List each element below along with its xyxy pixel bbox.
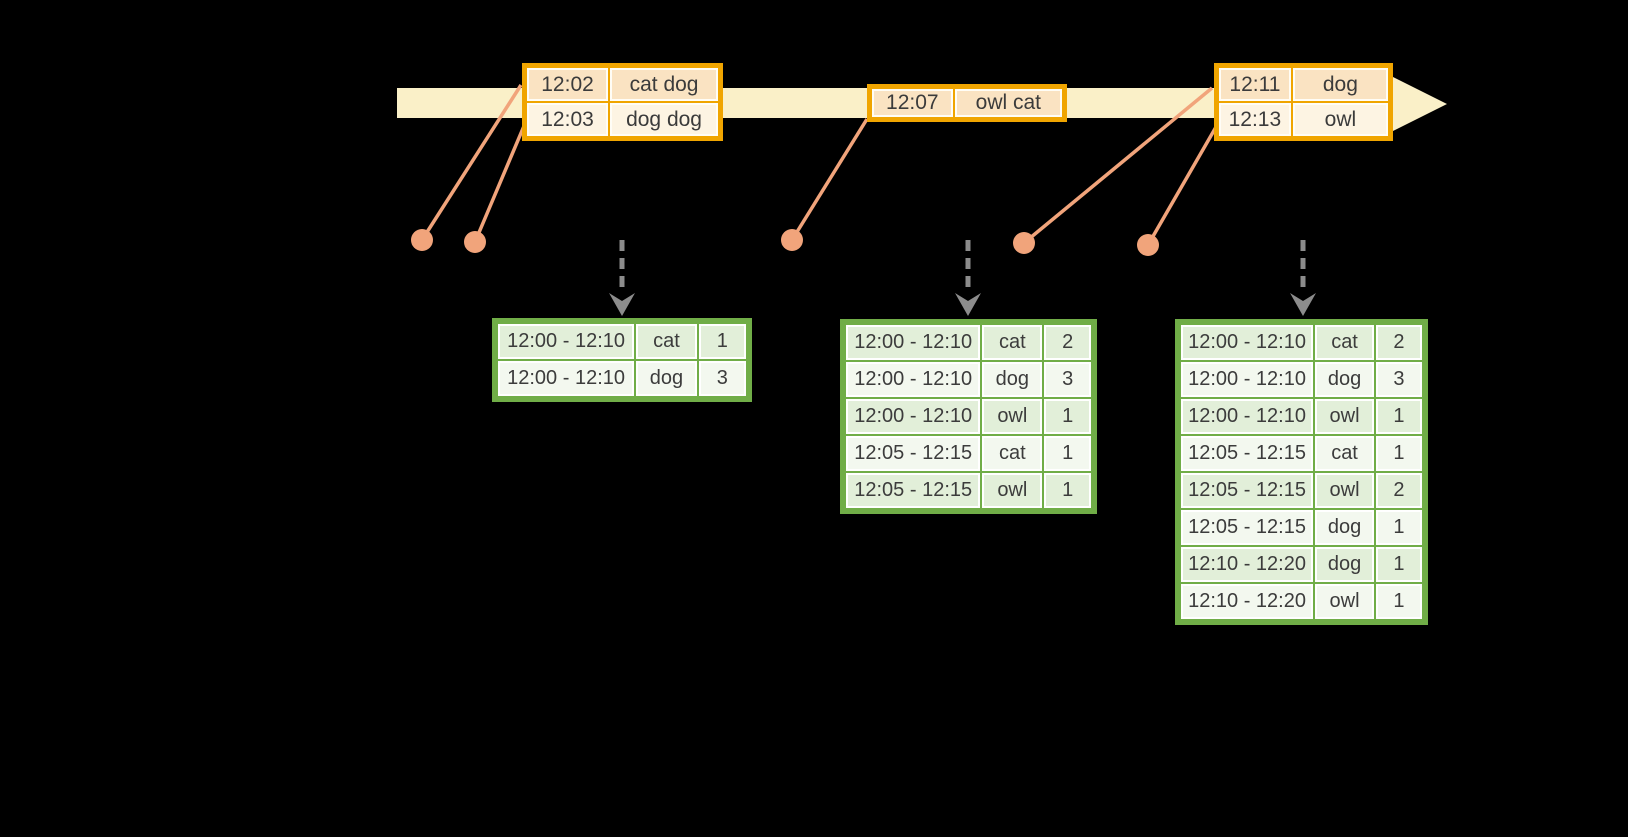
table-cell: owl xyxy=(982,473,1043,508)
table-cell: 12:02 xyxy=(527,68,609,101)
table-cell: 12:05 - 12:15 xyxy=(846,436,981,471)
table-cell: 3 xyxy=(1375,362,1422,397)
event-dot-icon xyxy=(411,229,433,251)
table-cell: 12:10 - 12:20 xyxy=(1181,547,1314,582)
table-cell: owl xyxy=(982,399,1043,434)
down-arrowhead-icon xyxy=(1290,293,1316,316)
table-cell: dog dog xyxy=(610,103,718,136)
table-cell: 12:00 - 12:10 xyxy=(846,399,981,434)
trigger-arrowheads xyxy=(609,293,1316,316)
table-cell: dog xyxy=(1292,68,1388,101)
table-cell: 3 xyxy=(1044,362,1091,397)
event-dot-icon xyxy=(464,231,486,253)
event-connector-line xyxy=(1146,126,1218,246)
table-cell: owl xyxy=(1315,399,1374,434)
table-cell: 2 xyxy=(1375,325,1422,360)
table-cell: 12:05 - 12:15 xyxy=(1181,436,1314,471)
table-cell: 1 xyxy=(1375,399,1422,434)
table-cell: 12:00 - 12:10 xyxy=(1181,325,1314,360)
table-cell: 1 xyxy=(1375,547,1422,582)
table-cell: owl cat xyxy=(954,89,1062,117)
table-cell: owl xyxy=(1292,103,1388,136)
event-dot-icon xyxy=(1013,232,1035,254)
trigger-arrows xyxy=(619,240,1306,294)
table-cell: 1 xyxy=(1375,510,1422,545)
table-cell: cat xyxy=(982,436,1043,471)
table-cell: 12:03 xyxy=(527,103,609,136)
table-cell: 12:05 - 12:15 xyxy=(1181,473,1314,508)
event-connector-line xyxy=(473,125,526,243)
table-cell: 12:10 - 12:20 xyxy=(1181,584,1314,619)
down-arrowhead-icon xyxy=(609,293,635,316)
table-cell: dog xyxy=(1315,547,1374,582)
table-cell: cat dog xyxy=(610,68,718,101)
table-cell: 12:00 - 12:10 xyxy=(1181,399,1314,434)
table-cell: cat xyxy=(1315,325,1374,360)
table-cell: 1 xyxy=(1375,436,1422,471)
table-cell: cat xyxy=(636,324,697,359)
table-cell: 1 xyxy=(1375,584,1422,619)
event-connector-line xyxy=(790,118,869,241)
table-cell: 12:05 - 12:15 xyxy=(1181,510,1314,545)
table-cell: 12:05 - 12:15 xyxy=(846,473,981,508)
table-cell: 12:00 - 12:10 xyxy=(498,324,635,359)
table-cell: 12:11 xyxy=(1219,68,1291,101)
table-cell: 12:00 - 12:10 xyxy=(498,361,635,396)
table-cell: 1 xyxy=(1044,473,1091,508)
table-cell: dog xyxy=(636,361,697,396)
event-dots xyxy=(411,229,1159,256)
table-cell: cat xyxy=(1315,436,1374,471)
table-cell: cat xyxy=(982,325,1043,360)
table-cell: 2 xyxy=(1044,325,1091,360)
table-cell: 3 xyxy=(698,361,746,396)
timeline-arrowhead-icon xyxy=(1393,77,1447,131)
table-cell: owl xyxy=(1315,473,1374,508)
table-cell: dog xyxy=(1315,362,1374,397)
table-cell: 12:07 xyxy=(872,89,953,117)
table-cell: 12:00 - 12:10 xyxy=(846,362,981,397)
table-cell: owl xyxy=(1315,584,1374,619)
table-cell: dog xyxy=(982,362,1043,397)
table-cell: 1 xyxy=(698,324,746,359)
table-cell: 12:00 - 12:10 xyxy=(1181,362,1314,397)
event-dot-icon xyxy=(1137,234,1159,256)
table-cell: 12:00 - 12:10 xyxy=(846,325,981,360)
table-cell: 1 xyxy=(1044,436,1091,471)
event-dot-icon xyxy=(781,229,803,251)
table-cell: dog xyxy=(1315,510,1374,545)
table-cell: 12:13 xyxy=(1219,103,1291,136)
table-cell: 1 xyxy=(1044,399,1091,434)
down-arrowhead-icon xyxy=(955,293,981,316)
table-cell: 2 xyxy=(1375,473,1422,508)
